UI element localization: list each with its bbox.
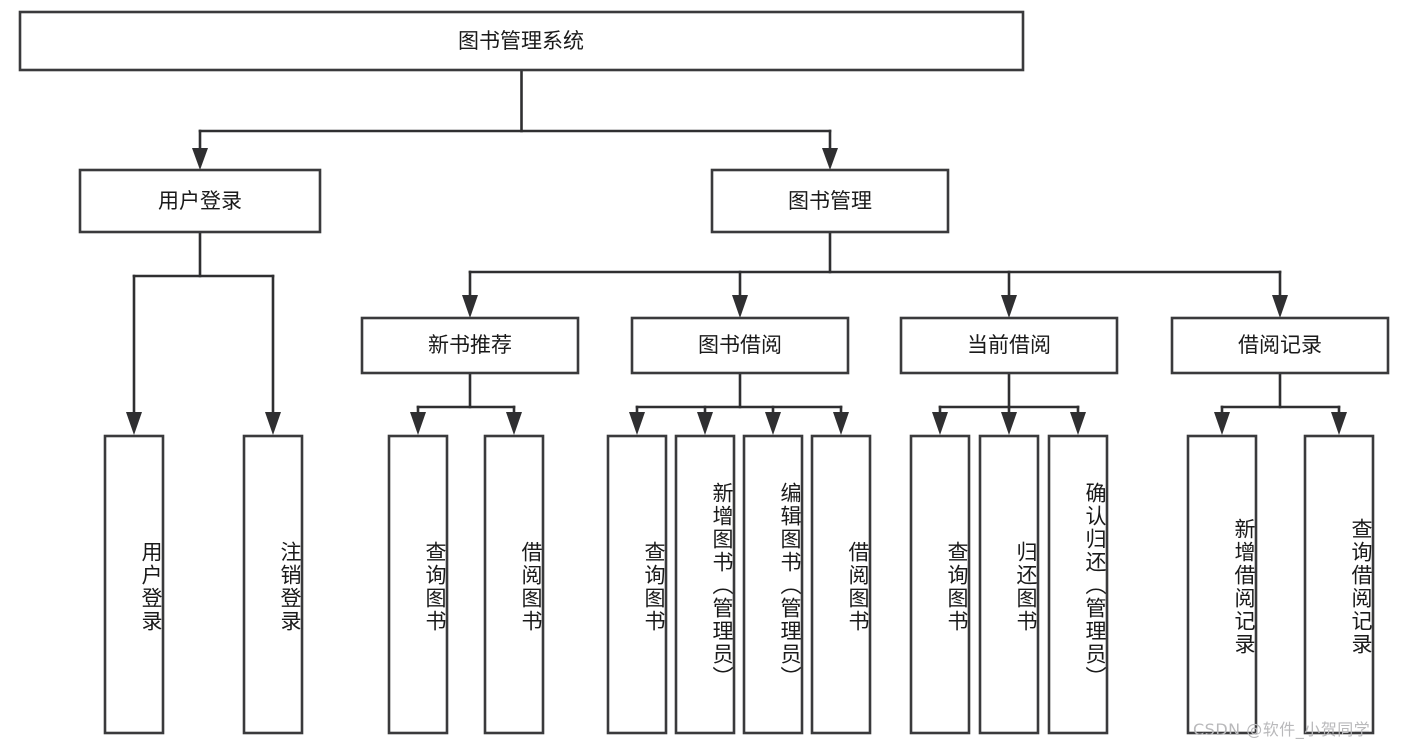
leaf-box-user-login[interactable] (103, 434, 165, 735)
node-current-borrow-label: 当前借阅 (967, 333, 1051, 357)
arrow-bookborrow-leaf3 (765, 412, 781, 435)
leaf-box-borrow-book-2[interactable] (810, 434, 872, 735)
arrow-currentborrow-leaf1 (932, 412, 948, 435)
node-new-book-recommend[interactable]: 新书推荐 (360, 316, 580, 375)
node-borrow-record[interactable]: 借阅记录 (1170, 316, 1390, 375)
node-root-box[interactable] (18, 10, 1025, 72)
node-book-manage-label: 图书管理 (788, 189, 872, 213)
node-current-borrow-box[interactable] (899, 316, 1119, 375)
arrow-to-current-borrow (1001, 295, 1017, 318)
arrow-to-borrow-record (1272, 295, 1288, 318)
node-book-manage-box[interactable] (710, 168, 950, 234)
arrow-to-user-login (192, 148, 208, 170)
leaf-box-query-book-1[interactable] (387, 434, 449, 735)
node-user-login[interactable]: 用户登录 (78, 168, 322, 234)
node-current-borrow[interactable]: 当前借阅 (899, 316, 1119, 375)
leaf-box-confirm-return-admin[interactable] (1047, 434, 1109, 735)
leaf-box-logout[interactable] (242, 434, 304, 735)
leaf-box-return-book[interactable] (978, 434, 1040, 735)
arrow-borrowrecord-leaf1 (1214, 412, 1230, 435)
node-borrow-record-label: 借阅记录 (1238, 333, 1322, 357)
node-root-label: 图书管理系统 (458, 29, 584, 53)
leaf-box-query-book-3[interactable] (909, 434, 971, 735)
node-book-borrow-label: 图书借阅 (698, 333, 782, 357)
node-book-borrow[interactable]: 图书借阅 (630, 316, 850, 375)
node-book-borrow-box[interactable] (630, 316, 850, 375)
arrow-newbook-leaf1 (410, 412, 426, 435)
arrow-newbook-leaf2 (506, 412, 522, 435)
arrow-to-book-borrow (732, 295, 748, 318)
node-borrow-record-box[interactable] (1170, 316, 1390, 375)
arrow-currentborrow-leaf3 (1070, 412, 1086, 435)
arrow-bookborrow-leaf1 (629, 412, 645, 435)
leaf-box-query-book-2[interactable] (606, 434, 668, 735)
arrow-to-book-manage (822, 148, 838, 170)
leaf-box-add-book-admin[interactable] (674, 434, 736, 735)
arrow-to-new-book (462, 295, 478, 318)
node-new-book-recommend-box[interactable] (360, 316, 580, 375)
arrow-leaf-logout (265, 412, 281, 435)
node-book-manage[interactable]: 图书管理 (710, 168, 950, 234)
watermark-text: CSDN @软件_小贺同学 (1193, 720, 1371, 739)
leaf-box-borrow-book-1[interactable] (483, 434, 545, 735)
node-user-login-box[interactable] (78, 168, 322, 234)
node-new-book-recommend-label: 新书推荐 (428, 333, 512, 357)
node-user-login-label: 用户登录 (158, 189, 242, 213)
leaf-box-query-borrow-record[interactable] (1303, 434, 1375, 735)
arrow-leaf-user-login (126, 412, 142, 435)
arrow-bookborrow-leaf4 (833, 412, 849, 435)
leaf-box-edit-book-admin[interactable] (742, 434, 804, 735)
leaf-box-add-borrow-record[interactable] (1186, 434, 1258, 735)
arrow-borrowrecord-leaf2 (1331, 412, 1347, 435)
arrow-bookborrow-leaf2 (697, 412, 713, 435)
connector-group (126, 68, 1347, 435)
node-root[interactable]: 图书管理系统 (18, 10, 1025, 72)
arrow-currentborrow-leaf2 (1001, 412, 1017, 435)
